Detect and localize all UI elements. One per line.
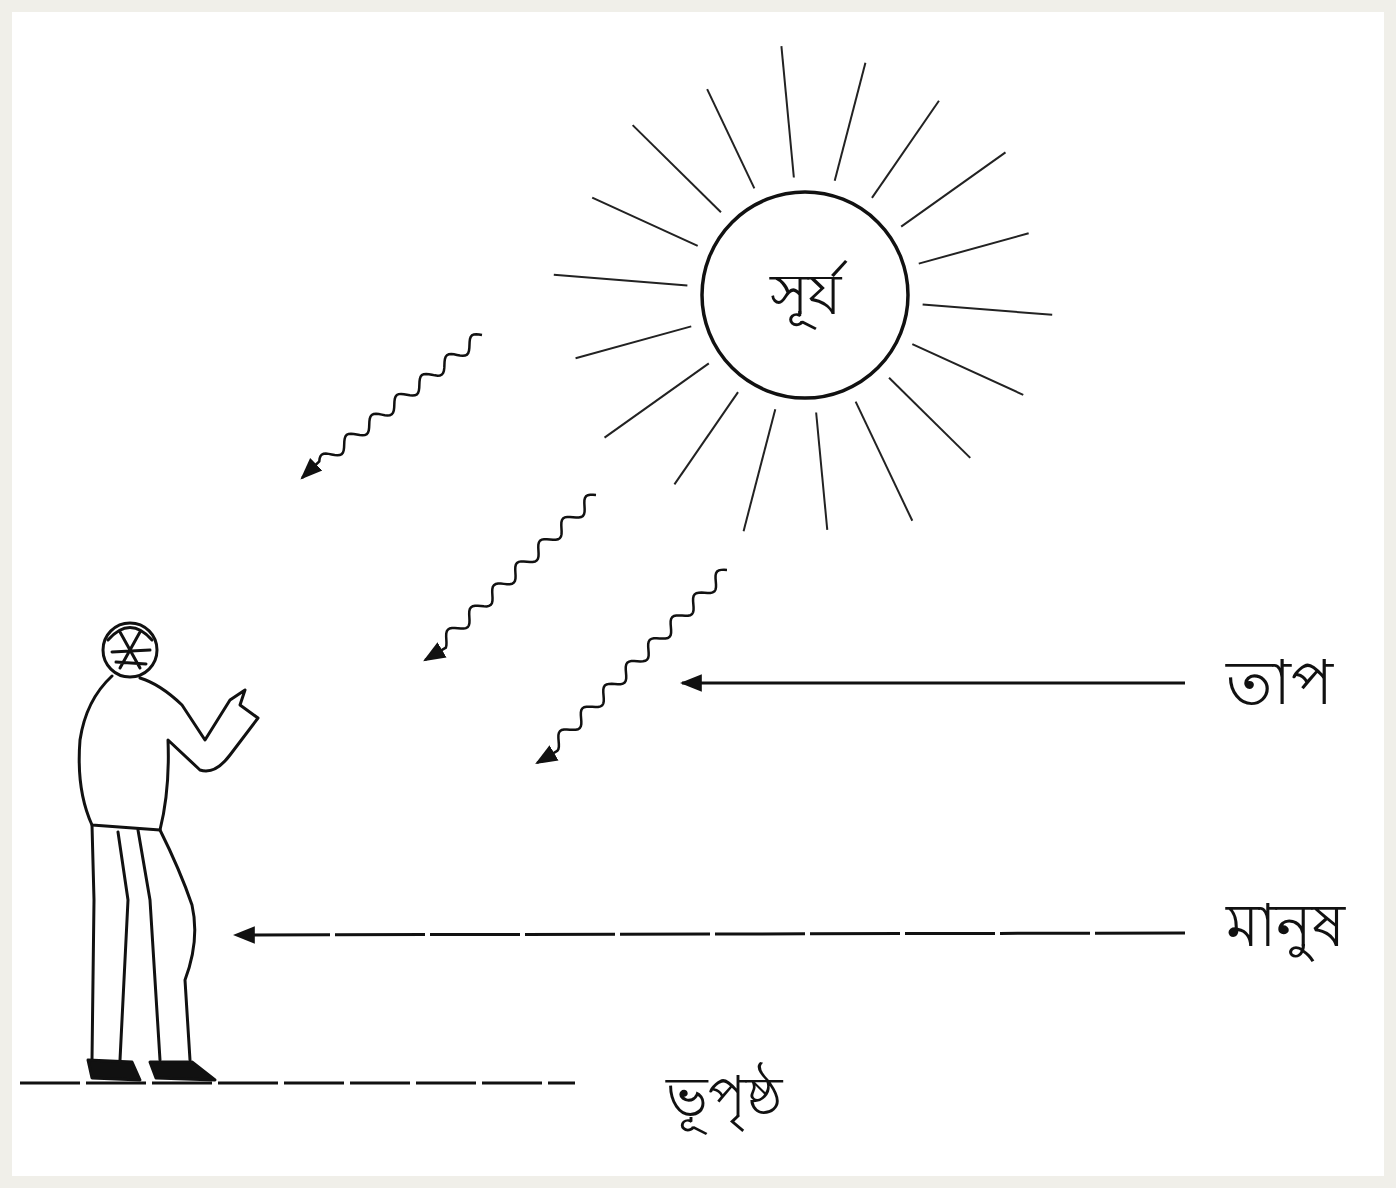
sun-disc (702, 192, 908, 398)
sun-ray (744, 409, 776, 531)
sun-rays (554, 46, 1052, 531)
sun-ray (923, 304, 1053, 314)
sun-ray (912, 344, 1023, 395)
sun-ray (872, 101, 939, 198)
heat-wave-arrow (537, 570, 727, 763)
sun-ray (554, 275, 688, 286)
sun-ray (835, 63, 866, 181)
legs (92, 825, 195, 1060)
sun-ray (781, 46, 793, 177)
heat-wave-arrow (425, 495, 596, 660)
part-label: তাপ (1222, 649, 1337, 717)
part-label: ভূপৃষ্ঠ (662, 1066, 786, 1128)
sun-circle: সূর্য (700, 190, 910, 400)
sun-ray (592, 198, 697, 246)
person-figure (79, 623, 258, 1080)
part-label: মানুষ (1222, 892, 1349, 958)
sun-ray (605, 363, 709, 437)
torso-arm (79, 676, 258, 830)
sun-ray (856, 402, 913, 521)
feet (88, 1060, 215, 1080)
sun-ray (674, 392, 738, 484)
sun-ray (889, 378, 970, 458)
ground-line (20, 1082, 575, 1085)
sun-ray (707, 89, 754, 188)
hair (108, 628, 152, 669)
sun-ray (919, 233, 1029, 263)
leader-arrow (235, 933, 1185, 935)
sun-ray (576, 326, 692, 358)
leader-arrow (682, 682, 1185, 685)
sun-ray (816, 412, 827, 529)
sun-ray (901, 152, 1005, 226)
sun-ray (633, 125, 721, 212)
heat-waves (302, 334, 727, 763)
sun-label: সূর্য (770, 263, 841, 327)
heat-wave-arrow (302, 334, 482, 478)
head (103, 623, 157, 677)
